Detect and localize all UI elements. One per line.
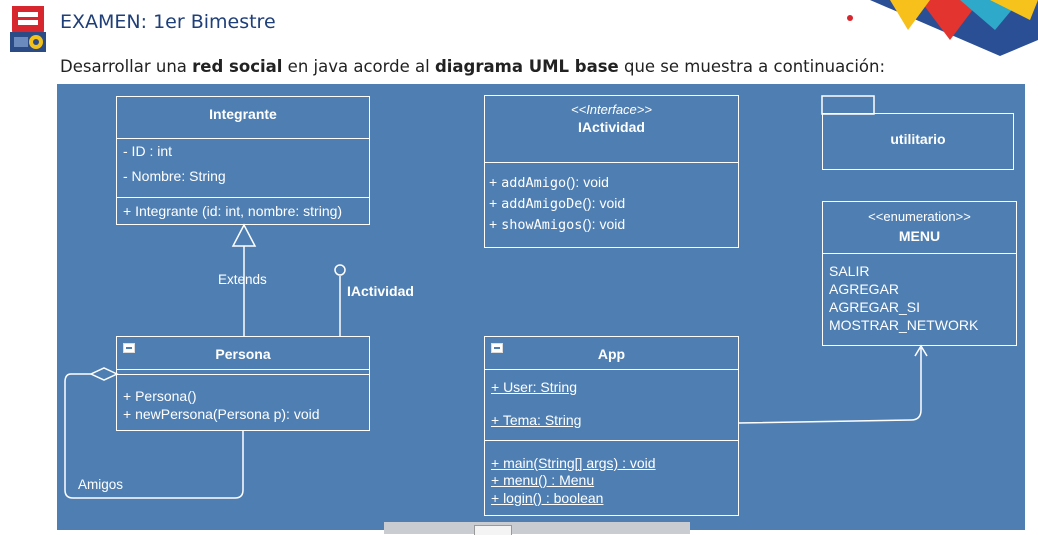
university-logo xyxy=(6,4,50,54)
package-name: utilitario xyxy=(890,131,946,147)
desc-text-2: en java acorde al xyxy=(282,57,435,76)
stereotype: <<enumeration>> xyxy=(868,209,971,224)
inheritance-arrow-icon xyxy=(231,223,257,247)
collapse-icon[interactable] xyxy=(491,343,503,353)
enum-value: MOSTRAR_NETWORK xyxy=(829,317,979,333)
enum-value: SALIR xyxy=(829,263,870,279)
method: + main(String[] args) : void xyxy=(491,455,656,471)
class-name: Persona xyxy=(215,346,271,362)
desc-bold-2: diagrama UML base xyxy=(434,57,619,76)
uml-diagram: Integrante - ID : int - Nombre: String +… xyxy=(57,84,1025,530)
enum-value: AGREGAR_SI xyxy=(829,299,921,315)
dependency-arrow-icon xyxy=(914,344,928,357)
package-utilitario[interactable]: utilitario xyxy=(822,113,1014,170)
relationship-lines xyxy=(64,95,928,499)
class-integrante[interactable]: Integrante - ID : int - Nombre: String +… xyxy=(116,96,370,225)
method: + showAmigos(): void xyxy=(489,216,626,233)
attribute: + User: String xyxy=(491,379,577,395)
horizontal-scrollbar[interactable] xyxy=(384,522,690,534)
collapse-icon[interactable] xyxy=(123,343,135,353)
aggregation-diamond-icon xyxy=(89,367,119,381)
method: + addAmigoDe(): void xyxy=(489,195,626,212)
exam-description: Desarrollar una red social en java acord… xyxy=(60,57,885,76)
attribute: - Nombre: String xyxy=(123,168,226,184)
class-name: Integrante xyxy=(209,106,277,122)
method: + Integrante (id: int, nombre: string) xyxy=(123,203,343,219)
desc-text-1: Desarrollar una xyxy=(60,57,193,76)
method: + newPersona(Persona p): void xyxy=(123,406,320,422)
method: + Persona() xyxy=(123,388,197,404)
attribute: + Tema: String xyxy=(491,412,582,428)
interface-lollipop-icon xyxy=(334,264,346,276)
scrollbar-thumb[interactable] xyxy=(474,525,512,535)
interface-lollipop-label: IActividad xyxy=(347,283,414,299)
desc-text-3: que se muestra a continuación: xyxy=(618,57,886,76)
enum-value: AGREGAR xyxy=(829,281,900,297)
association-label-amigos: Amigos xyxy=(78,477,124,492)
class-persona[interactable]: Persona + Persona() + newPersona(Persona… xyxy=(116,336,370,431)
class-app[interactable]: App + User: String + Tema: String + main… xyxy=(484,336,739,516)
enum-menu[interactable]: <<enumeration>> MENU SALIR AGREGAR AGREG… xyxy=(822,201,1017,346)
desc-bold-1: red social xyxy=(192,57,283,76)
class-name: App xyxy=(597,346,626,362)
method: + menu() : Menu xyxy=(491,472,595,488)
interface-iactividad[interactable]: <<Interface>> IActividad + addAmigo(): v… xyxy=(484,95,739,248)
package-tab xyxy=(821,95,875,115)
attribute: - ID : int xyxy=(123,143,173,159)
method: + addAmigo(): void xyxy=(489,174,609,191)
extends-label: Extends xyxy=(218,272,267,287)
method: + login() : boolean xyxy=(491,490,604,506)
decorative-banner-graphic xyxy=(830,0,1038,64)
enum-name: MENU xyxy=(898,228,941,244)
stereotype: <<Interface>> xyxy=(571,102,652,117)
page-title: EXAMEN: 1er Bimestre xyxy=(60,11,276,33)
interface-name: IActividad xyxy=(578,119,645,135)
